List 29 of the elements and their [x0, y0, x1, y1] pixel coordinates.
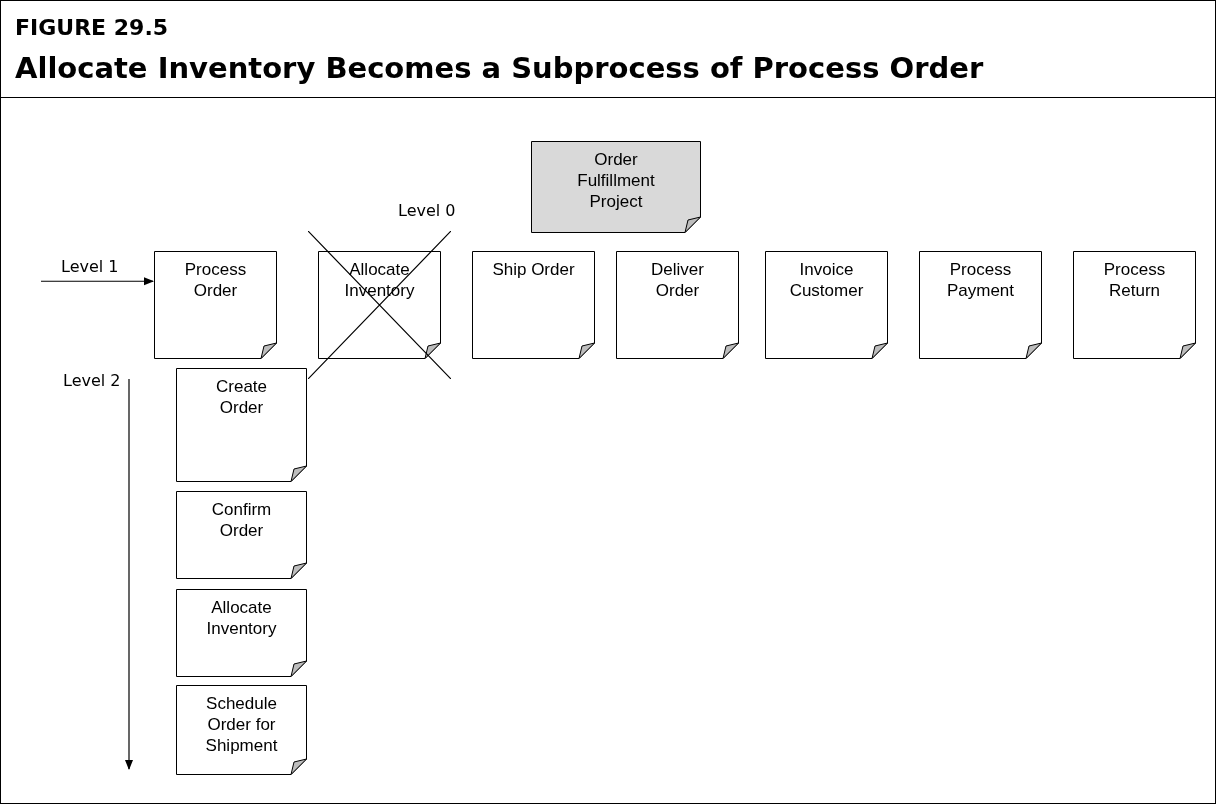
- level-label: Level 2: [63, 371, 121, 390]
- node-label: Invoice Customer: [788, 259, 865, 301]
- node-label: Confirm Order: [210, 499, 273, 541]
- note-box: [616, 251, 739, 359]
- note-box: [176, 685, 307, 775]
- note-box: [176, 368, 307, 482]
- note-box: [531, 141, 701, 233]
- node-label: Schedule Order for Shipment: [204, 693, 279, 756]
- node-label: Order Fulfillment Project: [576, 149, 656, 212]
- figure-number: FIGURE 29.5: [15, 15, 169, 40]
- note-box: [919, 251, 1042, 359]
- node-label: Process Order: [183, 259, 248, 301]
- figure-title: Allocate Inventory Becomes a Subprocess of Process Order: [15, 51, 984, 85]
- note-box: [765, 251, 888, 359]
- node-label: Process Payment: [945, 259, 1016, 301]
- node-label: Ship Order: [491, 259, 576, 280]
- note-box: [1073, 251, 1196, 359]
- node-label: Allocate Inventory: [205, 597, 278, 639]
- note-box: [318, 251, 441, 359]
- note-box: [472, 251, 595, 359]
- node-label: Process Return: [1102, 259, 1167, 301]
- note-box: [154, 251, 277, 359]
- note-box: [176, 491, 307, 579]
- note-box: [176, 589, 307, 677]
- edge-label: Level 1: [61, 257, 119, 277]
- node-label: Create Order: [215, 376, 268, 418]
- arrow: [40, 277, 154, 286]
- level-label: Level 0: [398, 201, 456, 220]
- node-label: Deliver Order: [650, 259, 705, 301]
